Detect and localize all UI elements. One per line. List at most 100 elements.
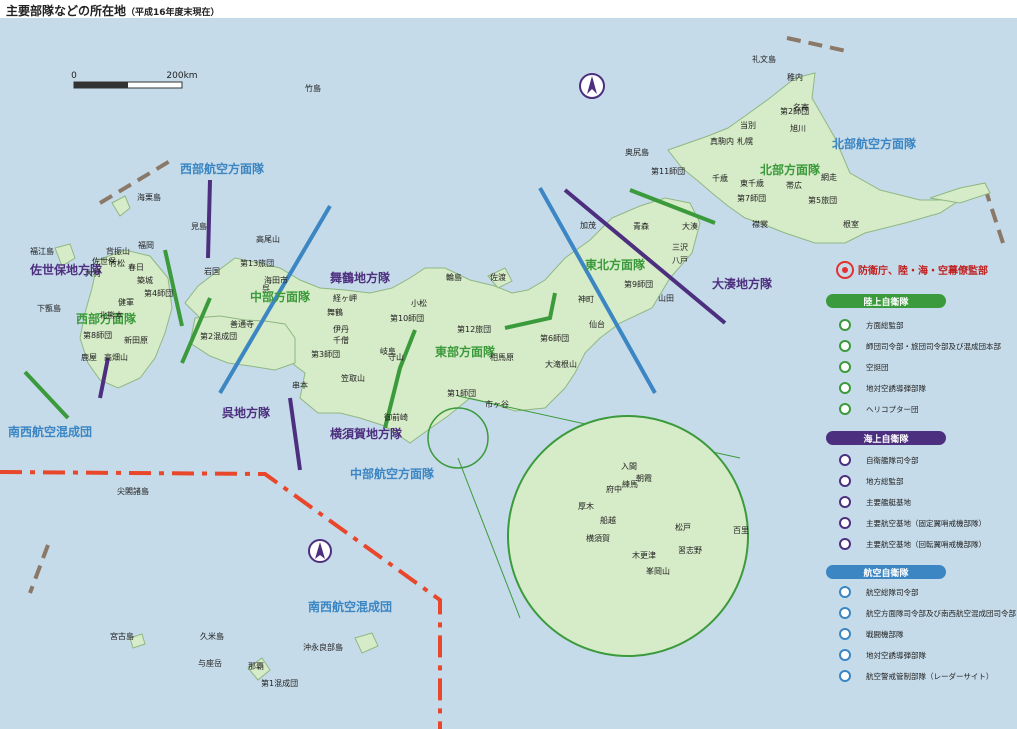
place-label: 宮古島 bbox=[110, 631, 134, 641]
land-kuril bbox=[929, 182, 991, 204]
place-label: 第2混成団 bbox=[200, 331, 237, 341]
air-wing-icon bbox=[839, 607, 851, 619]
place-label: 習志野 bbox=[678, 545, 702, 555]
legend-asdf-items: 航空総隊司令部航空方面隊司令部及び南西航空混成団司令部戦闘機部隊地対空誘導弾部隊… bbox=[839, 586, 1016, 682]
legend-gsdf-header: 陸上自衛隊 bbox=[863, 296, 909, 308]
legend-item-label: 地対空誘導弾部隊 bbox=[866, 383, 926, 393]
place-label: 第12旅団 bbox=[457, 324, 491, 334]
place-label: 新田原 bbox=[124, 335, 148, 345]
place-label: 第9師団 bbox=[624, 279, 653, 289]
legend-item-label: 主要航空基地（回転翼哨戒機部隊） bbox=[866, 539, 986, 549]
place-label: 第3師団 bbox=[311, 349, 340, 359]
place-label: 仙台 bbox=[589, 319, 605, 329]
helicopter-base-icon bbox=[839, 538, 851, 550]
inset-connector bbox=[457, 457, 521, 619]
label-msdf-sasebo: 佐世保地方隊 bbox=[29, 262, 103, 277]
place-label: 呉 bbox=[262, 284, 270, 293]
fighter-icon bbox=[839, 628, 851, 640]
place-label: 大湊 bbox=[682, 221, 698, 231]
place-label: 府中 bbox=[606, 484, 622, 494]
legend-msdf-items: 自衛艦隊司令部地方総監部主要艦艇基地主要航空基地（固定翼哨戒機部隊）主要航空基地… bbox=[839, 454, 986, 550]
place-label: 鹿屋 bbox=[81, 352, 97, 362]
place-label: 大滝根山 bbox=[545, 359, 577, 369]
place-label: 善通寺 bbox=[230, 319, 254, 329]
label-msdf-yokosuka: 横須賀地方隊 bbox=[330, 426, 403, 441]
label-gsdf-middle: 中部方面隊 bbox=[250, 289, 311, 304]
parachute-icon bbox=[839, 361, 851, 373]
place-label: 竹松 bbox=[109, 258, 125, 268]
place-label: 小松 bbox=[411, 298, 427, 308]
legend-item-label: 自衛艦隊司令部 bbox=[866, 455, 919, 465]
legend-item-label: 空挺団 bbox=[866, 362, 889, 372]
place-label: 市ヶ谷 bbox=[485, 399, 509, 409]
land-okinawa-chain bbox=[247, 657, 271, 681]
place-label: 真駒内 bbox=[710, 136, 734, 146]
place-label: 入間 bbox=[621, 462, 637, 471]
defense-agency-icon bbox=[836, 261, 854, 279]
place-label: 健軍 bbox=[118, 297, 134, 307]
map-title: 主要部隊などの所在地（平成16年度末現在） bbox=[6, 2, 220, 18]
place-label: 青森 bbox=[633, 221, 649, 231]
label-gsdf-north: 北部方面隊 bbox=[760, 162, 821, 177]
place-label: 北熊本 bbox=[99, 310, 123, 320]
place-label: 峯岡山 bbox=[646, 566, 670, 576]
place-label: 第8師団 bbox=[83, 330, 112, 340]
scale-max: 200km bbox=[166, 71, 197, 81]
place-label: 第1師団 bbox=[447, 388, 476, 398]
scale-zero: 0 bbox=[71, 71, 77, 81]
place-label: 船越 bbox=[600, 515, 616, 525]
place-label: 竹島 bbox=[305, 83, 321, 93]
place-label: 大村 bbox=[85, 268, 101, 278]
place-label: 礼文島 bbox=[752, 54, 776, 64]
land-shikoku bbox=[189, 315, 296, 371]
place-label: 東千歳 bbox=[740, 178, 764, 188]
place-label: 串本 bbox=[292, 380, 308, 390]
scale-bar: 0 200km bbox=[71, 71, 198, 89]
land-amami bbox=[354, 632, 379, 654]
legend-item-label: 方面総監部 bbox=[866, 320, 904, 330]
place-label: 第6師団 bbox=[540, 333, 569, 343]
place-label: 朝霞 bbox=[636, 474, 652, 483]
place-label: 見島 bbox=[191, 221, 207, 231]
place-label: 横須賀 bbox=[586, 533, 610, 543]
place-label: 春日 bbox=[128, 262, 144, 272]
label-msdf-maizuru: 舞鶴地方隊 bbox=[329, 270, 391, 285]
place-label: 厚木 bbox=[578, 501, 594, 511]
place-label: 根室 bbox=[843, 219, 859, 229]
place-label: 笠取山 bbox=[341, 373, 365, 383]
place-label: 福江島 bbox=[30, 246, 54, 256]
place-label: 神町 bbox=[578, 294, 594, 304]
fleet-hq-icon bbox=[839, 454, 851, 466]
place-label: 札幌 bbox=[737, 136, 753, 146]
place-label: 木更津 bbox=[632, 550, 656, 560]
place-label: 輪島 bbox=[446, 272, 462, 282]
place-label: 第4師団 bbox=[144, 288, 173, 298]
label-asdf-western: 西部航空方面隊 bbox=[180, 161, 265, 176]
place-label: 山田 bbox=[658, 293, 674, 303]
legend-item-label: 地方総監部 bbox=[866, 476, 904, 486]
place-labels: 礼文島稚内名寄当別旭川真駒内札幌奥尻島千歳東千歳帯広第7師団第5旅団網走根室襟裳… bbox=[30, 54, 859, 688]
place-label: 第2師団 bbox=[780, 106, 809, 116]
place-label: 百里 bbox=[733, 526, 749, 535]
place-label: 三沢 bbox=[672, 243, 688, 252]
place-label: 千僧 bbox=[333, 335, 349, 345]
place-label: 高畑山 bbox=[104, 352, 128, 362]
ship-icon bbox=[839, 496, 851, 508]
district-hq-icon bbox=[839, 475, 851, 487]
legend-item-label: 航空総隊司令部 bbox=[866, 587, 919, 597]
label-gsdf-eastern: 東部方面隊 bbox=[435, 344, 496, 359]
legend-item-label: ヘリコプター団 bbox=[866, 405, 919, 414]
place-label: 岩国 bbox=[204, 266, 220, 276]
place-label: 加茂 bbox=[580, 220, 596, 230]
place-label: 稚内 bbox=[787, 72, 803, 82]
place-label: 第1混成団 bbox=[261, 678, 298, 688]
place-label: 高尾山 bbox=[256, 234, 280, 244]
label-msdf-ominato: 大湊地方隊 bbox=[712, 276, 773, 291]
legend-item-label: 主要航空基地（固定翼哨戒機部隊） bbox=[866, 518, 986, 528]
legend-item-label: 航空警戒管制部隊（レーダーサイト） bbox=[866, 671, 993, 681]
legend: 防衛庁、陸・海・空幕僚監部 陸上自衛隊 方面総監部師団司令部・旅団司令部及び混成… bbox=[826, 261, 1016, 682]
land-sado bbox=[487, 267, 513, 289]
land-tsushima bbox=[111, 195, 131, 217]
division-hq-icon bbox=[839, 340, 851, 352]
label-asdf-central: 中部航空方面隊 bbox=[350, 466, 435, 481]
